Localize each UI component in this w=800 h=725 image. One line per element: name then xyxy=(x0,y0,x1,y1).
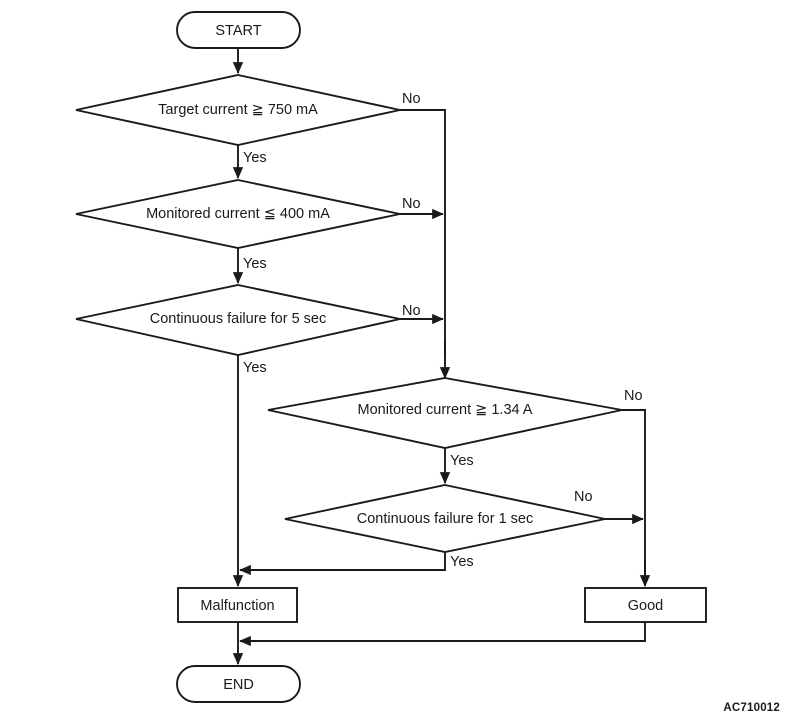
node-decision-target-current-label: Target current ≧ 750 mA xyxy=(158,102,318,118)
connector-failure-1sec-yes xyxy=(239,552,446,576)
node-result-malfunction-label: Malfunction xyxy=(200,598,274,614)
connector-good-to-end xyxy=(239,622,646,647)
connector-monitored-134-no xyxy=(622,409,646,584)
node-start xyxy=(176,11,301,49)
node-decision-target-current xyxy=(75,74,401,146)
edge-label-failure-5sec-no: No xyxy=(402,303,421,319)
edge-label-monitored-400-yes: Yes xyxy=(243,256,267,272)
edge-label-target-current-no: No xyxy=(402,91,421,107)
node-decision-monitored-134 xyxy=(267,377,623,449)
node-decision-failure-1sec xyxy=(284,484,606,553)
edge-label-failure-1sec-no: No xyxy=(574,489,593,505)
node-decision-failure-1sec-label: Continuous failure for 1 sec xyxy=(357,511,534,527)
edge-label-monitored-134-no: No xyxy=(624,388,643,404)
node-decision-monitored-400 xyxy=(75,179,401,249)
node-result-good xyxy=(584,587,707,623)
edge-label-failure-1sec-yes: Yes xyxy=(450,554,474,570)
connector-target-current-no xyxy=(400,109,446,358)
node-decision-monitored-134-label: Monitored current ≧ 1.34 A xyxy=(358,402,533,418)
node-end xyxy=(176,665,301,703)
edge-label-target-current-yes: Yes xyxy=(243,150,267,166)
node-start-label: START xyxy=(215,23,261,39)
reference-code: AC710012 xyxy=(723,702,780,714)
node-decision-failure-5sec-label: Continuous failure for 5 sec xyxy=(150,311,327,327)
node-result-malfunction xyxy=(177,587,298,623)
edge-label-monitored-134-yes: Yes xyxy=(450,453,474,469)
edge-label-failure-5sec-yes: Yes xyxy=(243,360,267,376)
node-end-label: END xyxy=(223,677,254,693)
node-decision-monitored-400-label: Monitored current ≦ 400 mA xyxy=(146,206,330,222)
edge-label-monitored-400-no: No xyxy=(402,196,421,212)
node-decision-failure-5sec xyxy=(75,284,401,356)
node-result-good-label: Good xyxy=(628,598,663,614)
